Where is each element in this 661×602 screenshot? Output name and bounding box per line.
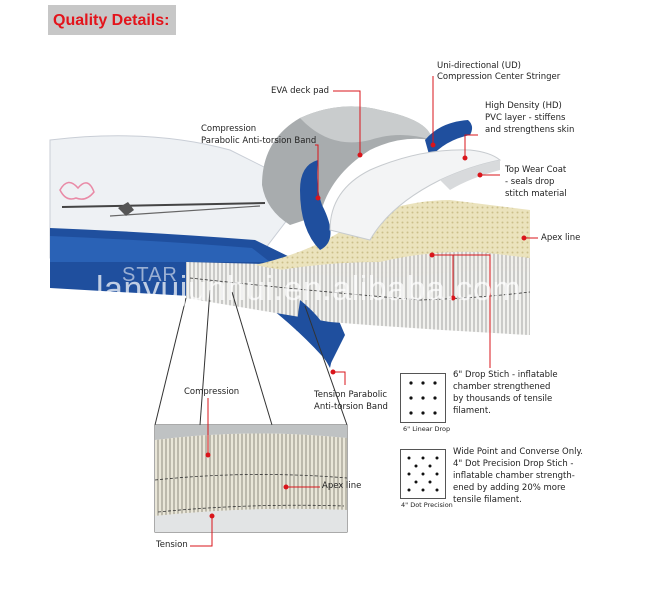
label-inset-apex-line: Apex line xyxy=(322,481,362,491)
label-top-wear-line1: Top Wear Coat xyxy=(505,165,567,175)
label-tension-band-line1: Tension Parabolic xyxy=(314,390,388,400)
label-dot-precision: 4" Dot Precision xyxy=(401,501,453,509)
label-ud-stringer-line1: Uni-directional (UD) xyxy=(437,61,521,71)
label-drop-stitch-line2: chamber strengthened xyxy=(453,382,551,392)
section-header: Quality Details: xyxy=(48,5,176,35)
label-tension-band-line2: Anti-torsion Band xyxy=(314,402,388,412)
label-top-wear-line3: stitch material xyxy=(505,189,567,199)
label-inset-tension: Tension xyxy=(156,540,188,550)
label-apex-line: Apex line xyxy=(541,233,581,243)
label-compression-band-line1: Compression xyxy=(201,124,257,134)
linear-drop-diagram xyxy=(400,373,446,423)
precision-dot-grid xyxy=(407,456,439,492)
label-wide-point-line1: Wide Point and Converse Only. xyxy=(453,447,584,457)
label-wide-point-line5: tensile filament. xyxy=(453,495,522,505)
paddle-shaft xyxy=(61,202,266,208)
label-eva-deck-pad: EVA deck pad xyxy=(271,86,330,96)
dot-precision-diagram xyxy=(400,449,446,499)
label-wide-point-line4: ened by adding 20% more xyxy=(453,483,566,493)
label-compression-band-line2: Parabolic Anti-torsion Band xyxy=(201,136,317,146)
board-brand: STAR xyxy=(122,264,178,286)
linear-dot-grid xyxy=(409,381,437,415)
watermark-text: lanyujunhui.en.alibaba.com xyxy=(96,270,522,308)
label-hd-pvc-line1: High Density (HD) xyxy=(485,101,562,111)
label-hd-pvc-line3: and strengthens skin xyxy=(485,125,575,135)
ud-stringer xyxy=(300,160,331,250)
label-ud-stringer-line2: Compression Center Stringer xyxy=(437,72,561,82)
label-drop-stitch-line1: 6" Drop Stich - inflatable xyxy=(453,370,558,380)
label-hd-pvc-line2: PVC layer - stiffens xyxy=(485,113,566,123)
label-wide-point-line3: inflatable chamber strength- xyxy=(453,471,575,481)
label-linear-drop: 6" Linear Drop xyxy=(403,425,451,433)
label-inset-compression: Compression xyxy=(184,387,240,397)
label-wide-point-line2: 4" Dot Precision Drop Stich - xyxy=(453,459,574,469)
label-drop-stitch-line4: filament. xyxy=(453,406,491,416)
hd-pvc-layer xyxy=(329,149,502,241)
section-title: Quality Details: xyxy=(53,12,170,29)
label-top-wear-line2: - seals drop xyxy=(505,177,555,187)
tension-band xyxy=(296,300,335,368)
label-drop-stitch-line3: by thousands of tensile xyxy=(453,394,553,404)
